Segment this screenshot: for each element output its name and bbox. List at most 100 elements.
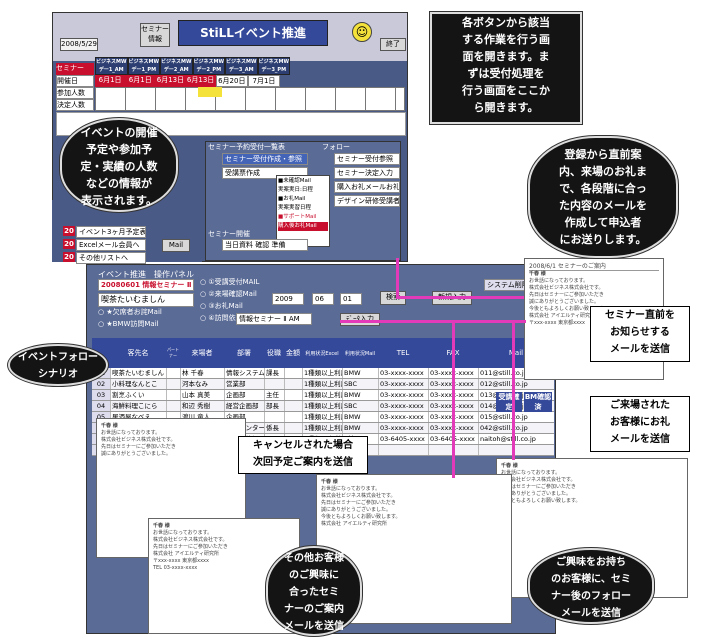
company-select[interactable]: 喫茶たいむましん [98,293,194,307]
table-cell: 03-xxxx-xxxx [378,379,428,389]
open-button-1[interactable]: 当日資料 確認 準備 [222,239,308,251]
table-cell: 企画部 [224,412,264,422]
callout-line: などの情報が [86,177,152,190]
callout-interest-follow: ご興味をお持ち のお客様に、セミ ナー後のフォロー メールを送信 [528,548,654,624]
col-header[interactable]: Mail [508,349,524,357]
mail-button[interactable]: Mail [162,239,190,252]
side-row-2[interactable]: Excelメール会員へ [76,239,146,251]
doc-line: 先日はセミナーにご参加いただき [501,484,576,490]
day-select[interactable]: 01 [340,293,362,305]
col-header[interactable]: 部署 [237,349,251,357]
col-header[interactable]: パートナー [167,347,179,358]
panel-button-1[interactable]: セミナー受付作成・参照 [222,153,308,165]
col-head[interactable]: ビジネスMW デー3_PM [257,57,290,75]
col-head[interactable]: ビジネスMW デー3_AM [225,57,258,75]
doc-to: 千春 様 [321,479,338,485]
radio-label: ★BMW訪問Mail [106,320,159,328]
month-select[interactable]: 06 [312,293,334,305]
col-header[interactable]: 来場者 [191,349,213,357]
callout-line: メールを送信 [610,344,670,355]
follow-button-1[interactable]: セミナー受付参照 [334,153,400,165]
table-cell [478,445,554,455]
seminar-select[interactable]: 情報セミナー Ⅱ AM [236,313,312,325]
doc-line: 株式会社ビジネス株式会社です。 [529,285,604,291]
table-cell: 経営企画部 [224,401,264,411]
year-select[interactable]: 2009 [272,293,304,305]
col-head[interactable]: ビジネスMW デー2_PM [192,57,225,75]
table-cell: 居酒屋なべえ [110,412,166,422]
table-cell: SBC [342,379,378,389]
callout-line: で、各段階に合っ [559,182,647,195]
col-header[interactable]: TEL [396,349,410,357]
callout-event-info: イベントの開催 予定や参加予 定・実績の人数 などの情報が 表示されます。 [60,118,178,212]
table-cell: BMW [342,412,378,422]
radio-option[interactable]: ○ ①受講受付MAIL [200,278,260,286]
side-row-1[interactable]: イベント3ヶ月予定表 [76,226,146,238]
row-number: 03 [92,390,110,400]
doc-to: 千春 様 [501,463,518,469]
table-cell [264,379,284,389]
follow-button-3[interactable]: 購入お礼メールお礼作成ボード [334,181,400,193]
callout-line: 面を開きます。ま [462,50,550,63]
radio-label: ③お礼Mail [208,302,243,310]
follow-button-2[interactable]: セミナー決定入力 [334,167,400,179]
col-header[interactable]: 利用状況Mail [344,350,376,357]
table-cell: 1種類以上利用 [302,390,342,400]
callout-line: 次回予定ご案内を送信 [253,457,353,468]
callout-line: 登録から直前案 [564,148,642,161]
radio-option[interactable]: ○ ③お礼Mail [200,302,243,310]
doc-line: 先日はセミナーにご参加いただき [529,292,604,298]
table-row[interactable]: 01喫茶たいむましん林 千春情報システム部課長1種類以上利用BMW03-xxxx… [92,368,554,379]
panel-open-header: セミナー開催 [208,230,250,238]
col-head[interactable]: ビジネスMW デー1_AM [95,57,128,75]
table-cell [166,412,180,422]
side-row-3[interactable]: その他リストへ [76,252,146,264]
legend-line: ■お礼Mail [278,196,306,202]
table-cell: 015@still.co.jp [478,412,554,422]
callout-follow-scenario: イベントフォロー シナリオ [8,344,108,386]
event-name-field[interactable]: 20080601 情報セミナー Ⅱ AM [98,279,194,291]
table-cell: 011@still.co.jp [478,368,554,378]
table-cell [166,401,180,411]
panel-follow-header: フォロー [322,143,350,151]
radio-option[interactable]: ○ ★BMW訪問Mail [98,320,159,328]
doc-line: 株式会社ビジネス株式会社です。 [101,437,176,443]
callout-line: ナー後のフォロー [551,591,631,602]
callout-line: 合ったセミ [289,587,339,598]
col-header[interactable]: 客先名 [127,349,149,357]
radio-option[interactable]: ○ ④訪問依頼Mail [200,314,257,322]
table-cell: 03-6405-xxxx [378,434,428,444]
col-header[interactable]: 役職 [267,349,281,357]
col-head[interactable]: ビジネスMW デー2_AM [160,57,193,75]
smiley-icon: ☺ [352,22,372,42]
doc-line: 今後ともよろしくお願い致します。 [529,306,609,312]
callout-line: メールを送信 [284,621,344,632]
table-cell [428,445,478,455]
follow-button-4[interactable]: デザイン研修受講者予定入力 [334,195,400,207]
date-cell: 7月1日 [247,75,281,87]
table-row[interactable]: 02小料理なんとこ河本なみ営業部1種類以上利用SBC03-xxxx-xxxx03… [92,379,554,390]
table-cell [284,379,302,389]
radio-group: ○ ①受講受付MAIL ○ ②来場確認Mail ○ ③お礼Mail ○ ④訪問依… [200,276,280,324]
search-button[interactable]: 検索 [380,291,406,305]
callout-line: お客様にお礼 [610,417,670,428]
seminar-info-button[interactable]: セミナー 情報 [140,23,170,47]
radio-label: ④訪問依頼Mail [208,314,257,322]
end-button[interactable]: 終了 [380,38,406,51]
radio-option[interactable]: ○ ★欠席者お詫Mail [98,308,162,316]
col-header[interactable]: 利用状況Excel [305,350,339,357]
doc-to: 千春 様 [153,523,170,529]
table-cell: SBC [342,401,378,411]
connector-line [512,322,515,460]
col-header[interactable]: 金額 [286,349,300,357]
radio-label: ②来場確認Mail [208,290,257,298]
col-head[interactable]: ビジネスMW デー1_PM [127,57,160,75]
doc-to: 千春 様 [529,271,546,277]
table-cell: 小料理なんとこ [110,379,166,389]
system-delete[interactable]: システム削除 [484,279,536,291]
radio-option[interactable]: ○ ②来場確認Mail [200,290,257,298]
attend-highlight [198,87,222,97]
